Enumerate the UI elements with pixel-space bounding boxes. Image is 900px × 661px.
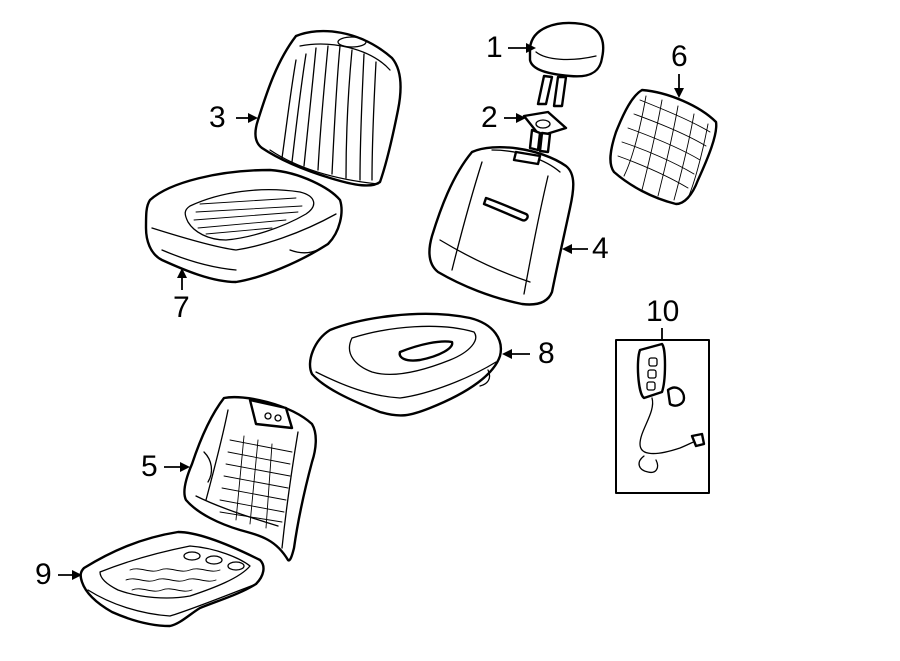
leader-2 <box>504 113 526 123</box>
part-9-seat-cushion-frame[interactable] <box>79 530 265 628</box>
leader-9 <box>58 570 82 580</box>
leader-7 <box>177 268 187 290</box>
callout-3: 3 <box>209 101 226 134</box>
part-1-headrest[interactable] <box>528 21 605 108</box>
leader-6 <box>674 74 684 98</box>
leader-5 <box>164 462 190 472</box>
part-8-seat-cushion-pad[interactable] <box>308 312 503 417</box>
leader-8 <box>502 349 530 359</box>
callout-1: 1 <box>486 31 503 64</box>
part-6-spring-panel[interactable] <box>609 88 718 206</box>
part-10-seat-switch-box[interactable] <box>615 339 710 494</box>
callout-6: 6 <box>671 40 688 73</box>
callout-7: 7 <box>173 291 190 324</box>
callout-4: 4 <box>592 232 609 265</box>
part-2-headrest-guide[interactable] <box>522 110 568 154</box>
leader-1 <box>508 43 536 53</box>
leader-3 <box>236 113 258 123</box>
leader-4 <box>562 244 588 254</box>
callout-5: 5 <box>141 450 158 483</box>
callout-8: 8 <box>538 337 555 370</box>
part-7-seat-cushion-cover[interactable] <box>144 168 343 284</box>
callout-10: 10 <box>646 295 680 328</box>
callout-9: 9 <box>35 558 52 591</box>
part-5-seatback-frame[interactable] <box>183 396 317 562</box>
part-4-seatback-pad[interactable] <box>428 146 575 306</box>
callout-2: 2 <box>481 101 498 134</box>
part-3-seatback-cover[interactable] <box>254 29 402 187</box>
